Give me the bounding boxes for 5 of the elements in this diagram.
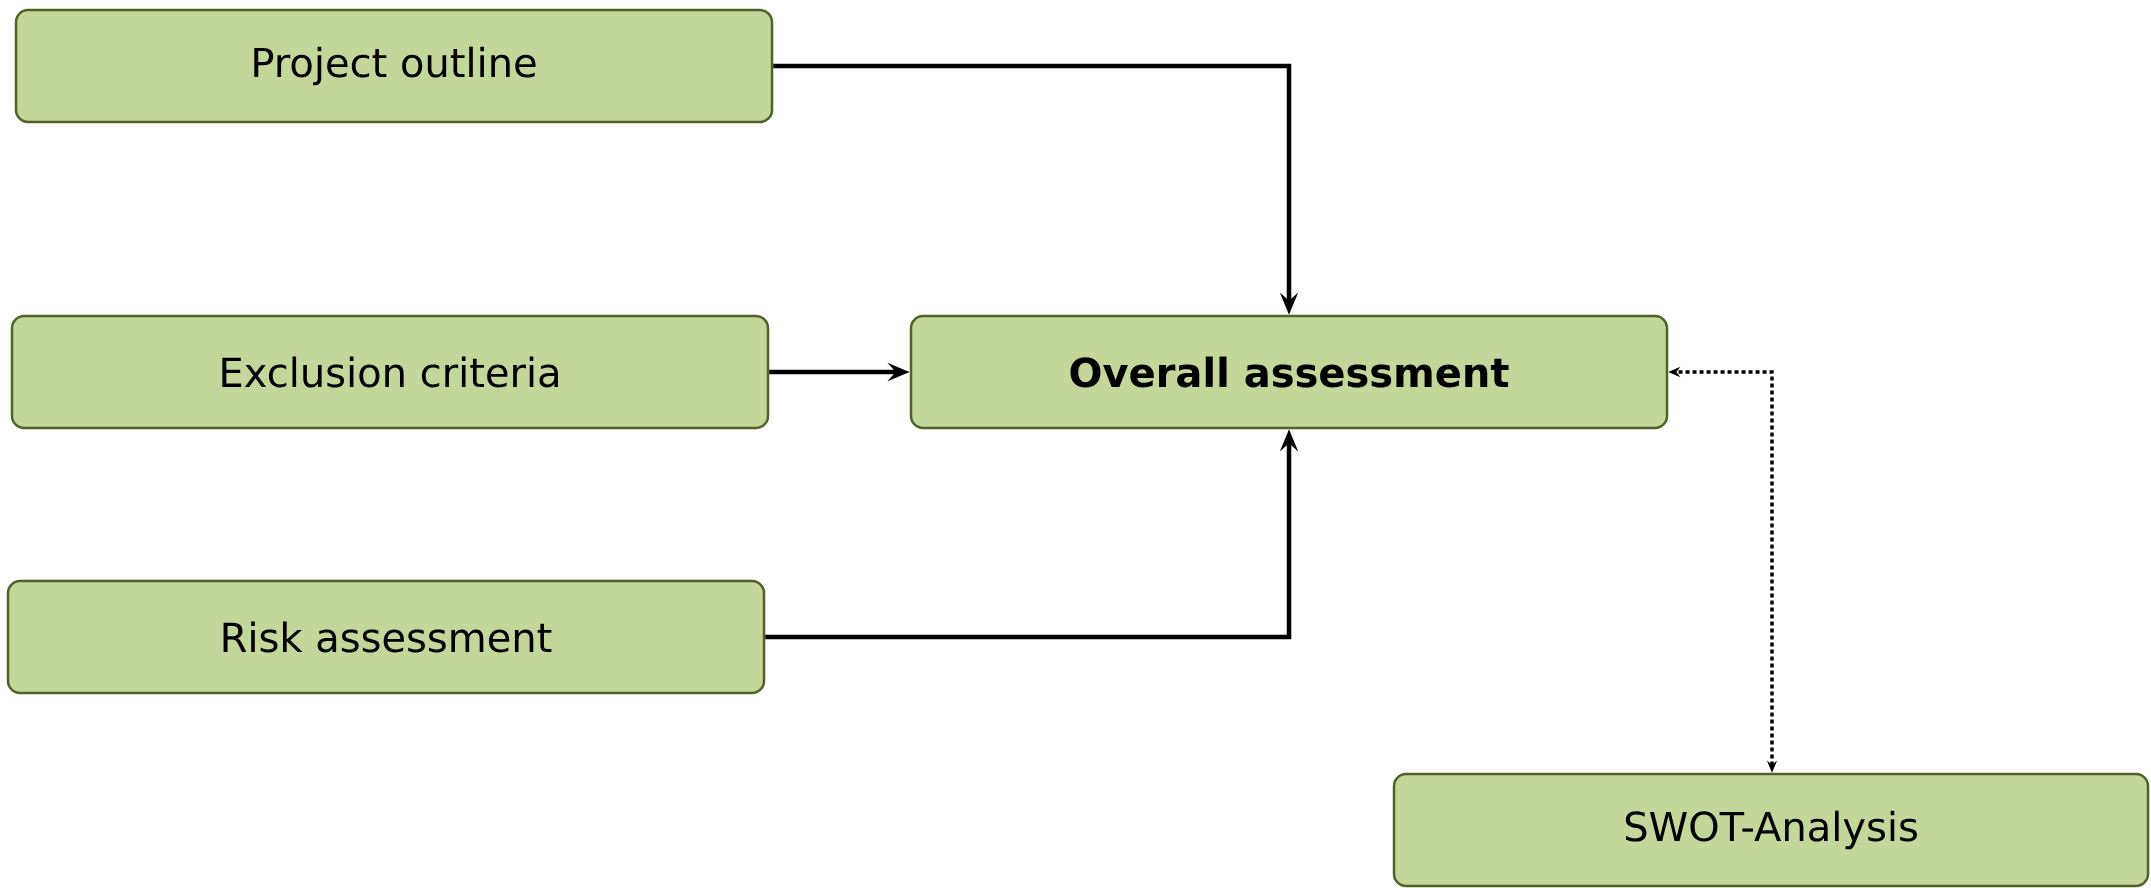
process-box: Exclusion criteria <box>10 314 770 430</box>
process-box: Overall assessment <box>909 314 1669 430</box>
process-box: Risk assessment <box>6 579 766 695</box>
process-box: SWOT-Analysis <box>1392 772 2150 888</box>
process-box: Project outline <box>14 8 774 124</box>
